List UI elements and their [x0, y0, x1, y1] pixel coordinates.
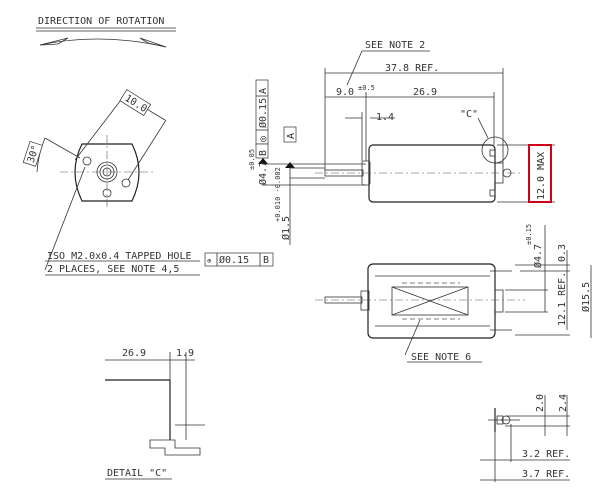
detail-length-dim: 26.9 [122, 348, 146, 359]
boss-dia-dim: Ø4.7 [257, 161, 269, 185]
hole-spacing-dim: 10.0 [119, 89, 152, 116]
rotation-arrow-icon [39, 37, 167, 48]
fcf-tolerance: Ø0.15 [257, 98, 269, 128]
max-height-dim: 12.0 MAX [536, 152, 547, 200]
detail-offset-dim: 1.9 [176, 348, 194, 359]
detail-c-callout: "C" [460, 109, 478, 120]
fcf-tolerance: Ø0.15 [219, 254, 249, 266]
shaft-length-tol: ±0.5 [358, 84, 375, 92]
see-note-2: SEE NOTE 2 [365, 40, 425, 51]
terminal-offset-dim: 0.3 [557, 244, 568, 262]
shaft-length-dim: 9.0 [336, 87, 354, 98]
concentricity-fcf: A Ø0.15 ◎ B [255, 79, 269, 159]
body-length-dim: 26.9 [413, 87, 437, 98]
datum-a-label: A [286, 133, 297, 139]
detail-c-view [105, 352, 205, 456]
rotation-title: DIRECTION OF ROTATION [38, 16, 164, 27]
position-fcf: ⊕ Ø0.15 B [204, 252, 274, 267]
leader-line [346, 50, 363, 86]
position-icon: ⊕ [207, 257, 212, 265]
fcf-datum-label: B [258, 150, 269, 156]
overall-length-dim: 37.8 REF. [385, 63, 439, 74]
terminal-dim-a: 2.0 [535, 394, 546, 412]
see-note-6: SEE NOTE 6 [411, 352, 471, 363]
terminal-dim-b: 2.4 [558, 394, 569, 412]
terminal-spacing-dim: 12.1 REF. [557, 272, 568, 326]
tapped-hole [121, 178, 131, 188]
fcf-datum: A [258, 88, 269, 94]
terminal-dim-c: 3.2 REF. [522, 449, 570, 460]
boss-length-dim: 1.4 [376, 112, 394, 123]
motor-top-view [315, 225, 592, 356]
body-dia-dim: Ø15.5 [580, 282, 592, 312]
motor-end-view [36, 95, 167, 271]
concentricity-icon: ◎ [258, 136, 269, 142]
highlight-box [528, 144, 552, 203]
terminal-dim-d: 3.7 REF. [522, 469, 570, 480]
detail-c-circle [481, 136, 509, 164]
angle-dim: 30° [22, 140, 43, 167]
detail-c-label: DETAIL "C" [107, 468, 167, 479]
leader-line [477, 117, 489, 139]
rear-boss-dia-dim: Ø4.7 [532, 244, 544, 268]
hole-note-line2: 2 PLACES, SEE NOTE 4,5 [47, 264, 179, 275]
fcf-datum: B [263, 255, 269, 266]
rear-boss-dia-tol: ±0.15 [525, 224, 533, 245]
angle-text: 30° [26, 144, 42, 165]
terminal-view [480, 395, 570, 482]
boss-dia-tol: ±0.05 [248, 149, 256, 170]
motor-side-view [315, 68, 555, 203]
shaft-dia-dim: Ø1.5 [280, 216, 292, 240]
datum-a: A [258, 126, 366, 245]
tapped-hole [82, 156, 92, 166]
hole-note-line1: ISO M2.0x0.4 TAPPED HOLE [47, 251, 192, 262]
shaft-dia-tol: +0.010 -0.002 [274, 167, 282, 222]
